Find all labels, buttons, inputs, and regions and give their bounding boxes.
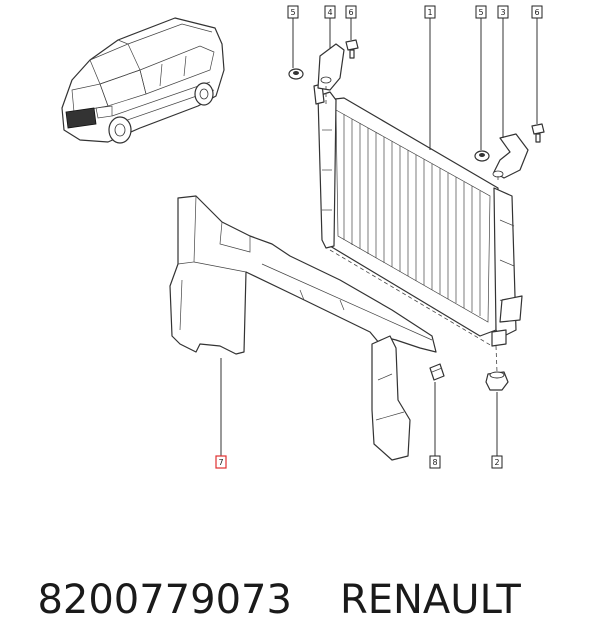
mount-part-2	[485, 371, 509, 391]
radiator-fins	[343, 114, 481, 316]
grommet-part-5-right	[474, 150, 490, 162]
callout-6-top-right: 6	[531, 5, 543, 19]
callout-5-top-left: 5	[287, 5, 299, 19]
callout-1: 1	[424, 5, 436, 19]
callout-label: 8	[432, 458, 437, 467]
callout-label: 7	[218, 458, 223, 467]
bracket-part-4	[317, 43, 345, 91]
callout-4: 4	[324, 5, 336, 19]
screw-part-6-left	[345, 39, 359, 59]
leader-lines	[220, 18, 538, 456]
callout-5-top-right: 5	[475, 5, 487, 19]
callout-label: 3	[500, 8, 505, 17]
vehicle-illustration	[61, 17, 225, 144]
callout-label: 6	[348, 8, 353, 17]
part-number: 8200779073	[37, 577, 292, 623]
callout-label: 5	[290, 8, 295, 17]
clip-part-8	[429, 363, 445, 381]
callout-2: 2	[491, 455, 503, 469]
callout-8: 8	[429, 455, 441, 469]
callout-3: 3	[497, 5, 509, 19]
screw-part-6-right	[531, 123, 545, 143]
parts-diagram: 5 4 6 1 5 3 6 7 8 2	[61, 5, 545, 469]
callout-7-highlighted: 7	[215, 455, 227, 469]
callout-label: 4	[327, 8, 332, 17]
bracket-part-3	[492, 133, 529, 179]
part-caption: 8200779073 RENAULT	[12, 510, 520, 623]
callout-label: 1	[427, 8, 432, 17]
alignment-lines	[325, 86, 499, 373]
air-deflector	[169, 195, 437, 461]
grommet-part-5-left	[288, 68, 304, 80]
callout-label: 2	[494, 458, 499, 467]
callout-label: 5	[478, 8, 483, 17]
radiator	[313, 83, 523, 347]
callout-label: 6	[534, 8, 539, 17]
callout-6-top-left: 6	[345, 5, 357, 19]
brand-name: RENAULT	[339, 577, 521, 623]
